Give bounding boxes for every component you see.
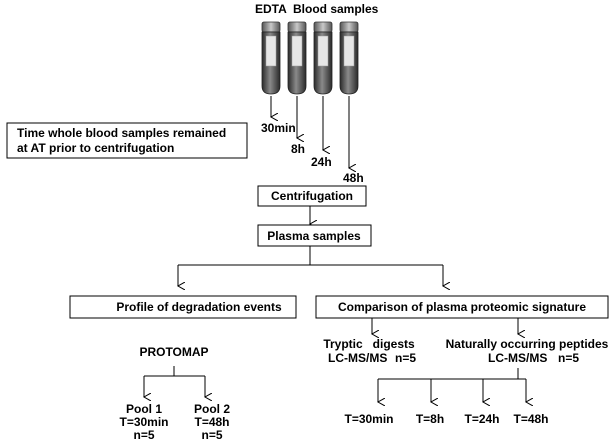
time-label-24h: 24h <box>311 155 332 169</box>
pool-1-time: T=30min <box>119 415 168 429</box>
proteomic-comparison-box <box>315 295 609 319</box>
timepoint-label-t8h: T=8h <box>416 412 444 426</box>
time-explanation-line2: at AT prior to centrifugation <box>17 141 174 155</box>
centrifugation-box <box>257 185 367 207</box>
pool-2-n: n=5 <box>201 428 222 442</box>
tube-4 <box>339 21 359 95</box>
time-label-30min: 30min <box>261 121 296 135</box>
tube-2 <box>287 21 307 95</box>
plasma-samples-label: Plasma samples <box>267 229 361 243</box>
natural-n-label: n=5 <box>558 351 579 365</box>
tryptic-method-label: LC-MS/MS <box>328 351 387 365</box>
pool-1-name: Pool 1 <box>126 402 162 416</box>
degradation-profile-label: Profile of degradation events <box>116 300 282 314</box>
pool-2-time: T=48h <box>194 415 229 429</box>
degradation-profile-box <box>69 295 297 319</box>
timepoint-label-t24h: T=24h <box>464 412 499 426</box>
pool-2-name: Pool 2 <box>194 402 230 416</box>
natural-method-label: LC-MS/MS <box>488 351 547 365</box>
time-explanation-line1: Time whole blood samples remained <box>17 126 226 140</box>
tube-1 <box>261 21 281 95</box>
tube-3 <box>313 21 333 95</box>
time-label-8h: 8h <box>291 142 305 156</box>
tryptic-n-label: n=5 <box>395 351 416 365</box>
time-explanation-box <box>6 122 248 159</box>
timepoint-label-t48h: T=48h <box>513 412 548 426</box>
timepoint-label-t30min: T=30min <box>344 412 393 426</box>
protomap-label: PROTOMAP <box>139 345 208 359</box>
proteomic-comparison-label: Comparison of plasma proteomic signature <box>338 300 586 314</box>
edta-label: EDTA <box>255 2 287 16</box>
natural-peptides-label: Naturally occurring peptides <box>446 337 609 351</box>
tryptic-digests-label: Tryptic digests <box>323 337 415 351</box>
blood-samples-label: Blood samples <box>293 2 379 16</box>
time-label-48h: 48h <box>343 171 364 185</box>
centrifugation-label: Centrifugation <box>271 189 353 203</box>
pool-1-n: n=5 <box>133 428 154 442</box>
plasma-samples-box <box>257 224 372 247</box>
